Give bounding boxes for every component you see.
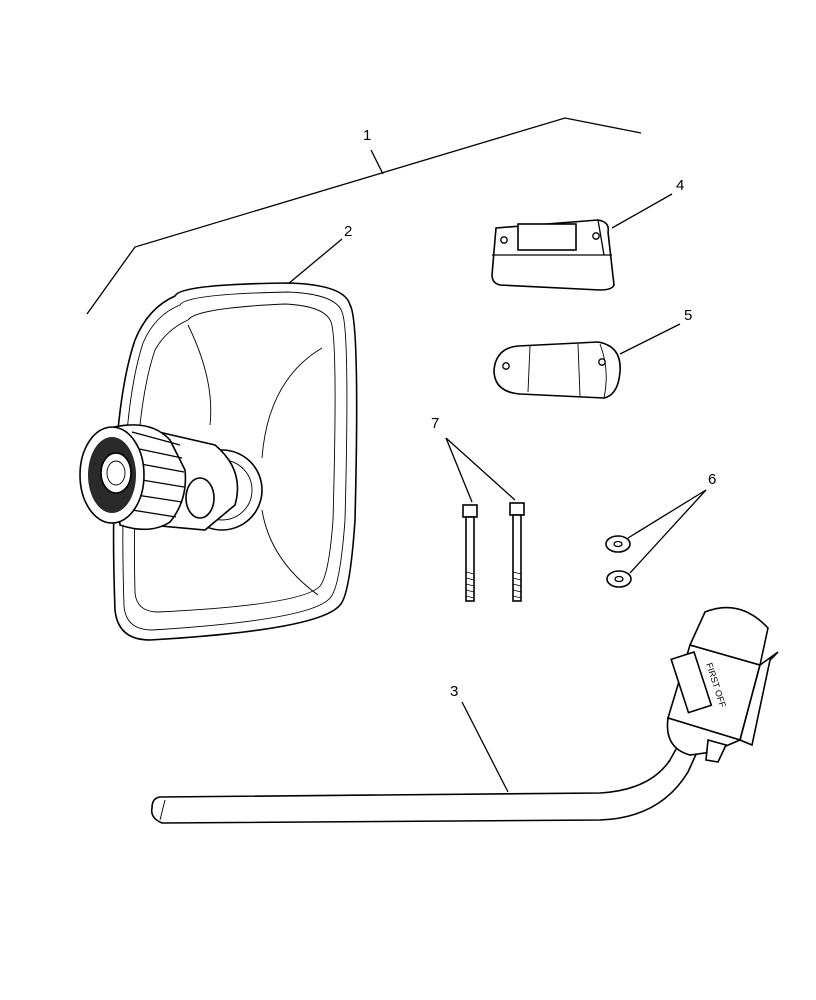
callout-5: 5: [684, 307, 692, 324]
callout-2: 2: [344, 223, 352, 240]
callout-1: 1: [363, 127, 371, 144]
mirror-arm-part-3: 3 FIRST OFF: [150, 606, 779, 824]
washer-bottom: [606, 570, 632, 588]
washers-part-6: 6: [605, 471, 716, 588]
callout-7: 7: [431, 415, 439, 432]
washer-top: [605, 535, 631, 553]
callout-3: 3: [450, 683, 458, 700]
clamp-part-5: 5: [493, 307, 692, 399]
bolt-left: [462, 504, 478, 602]
bolts-part-7: 7: [431, 415, 525, 602]
bolt-right: [509, 502, 525, 602]
bracket-part-4: 4: [491, 177, 684, 291]
assembly-bracket-1: 1: [86, 117, 642, 315]
mirror-head-part-2: 2: [79, 223, 358, 641]
callout-6: 6: [708, 471, 716, 488]
callout-4: 4: [676, 177, 684, 194]
